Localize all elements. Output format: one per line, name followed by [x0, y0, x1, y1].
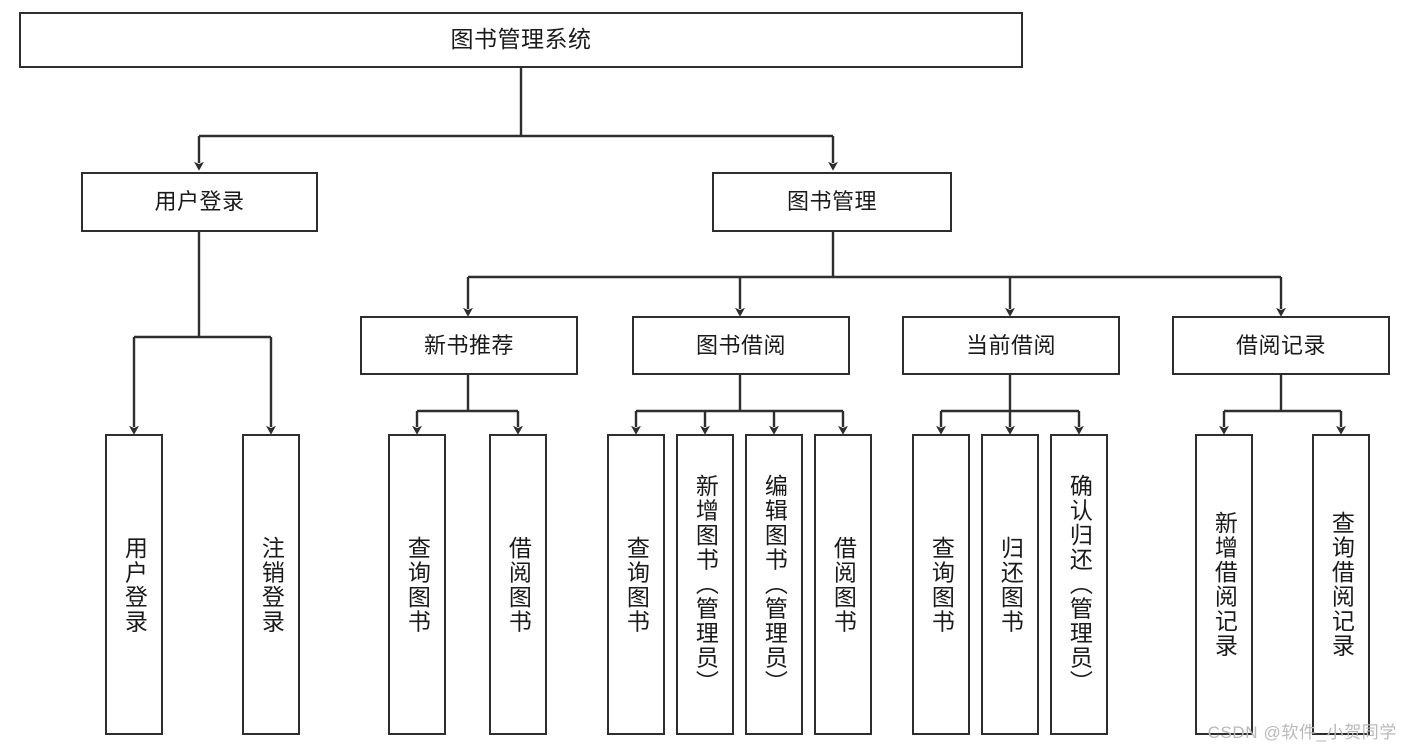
node-label: 查询图书	[928, 535, 955, 634]
node-root-book-management-system[interactable]: 图书管理系统	[19, 12, 1023, 68]
node-label: 新书推荐	[423, 332, 514, 358]
node-user-login[interactable]: 用户登录	[81, 172, 318, 232]
node-label: 新增借阅记录	[1211, 511, 1238, 658]
leaf-return-book[interactable]: 归还图书	[981, 434, 1039, 735]
leaf-add-borrow-record[interactable]: 新增借阅记录	[1195, 434, 1253, 735]
leaf-query-borrow-record[interactable]: 查询借阅记录	[1312, 434, 1370, 735]
node-book-management[interactable]: 图书管理	[712, 172, 952, 232]
node-label: 当前借阅	[965, 332, 1056, 358]
node-label: 新增图书（管理员）	[692, 474, 719, 695]
leaf-confirm-return-admin[interactable]: 确认归还（管理员）	[1050, 434, 1108, 735]
node-label: 查询图书	[623, 535, 650, 634]
node-label: 归还图书	[997, 535, 1024, 634]
leaf-logout[interactable]: 注销登录	[242, 434, 300, 735]
leaf-query-book-current[interactable]: 查询图书	[912, 434, 970, 735]
leaf-borrow-book[interactable]: 借阅图书	[814, 434, 872, 735]
leaf-query-book-recommend[interactable]: 查询图书	[388, 434, 446, 735]
node-label: 确认归还（管理员）	[1066, 474, 1093, 695]
node-label: 借阅图书	[505, 535, 532, 634]
leaf-edit-book-admin[interactable]: 编辑图书（管理员）	[745, 434, 803, 735]
node-borrowing-record[interactable]: 借阅记录	[1172, 316, 1390, 375]
leaf-query-book-borrow[interactable]: 查询图书	[607, 434, 665, 735]
node-current-borrowing[interactable]: 当前借阅	[902, 316, 1120, 375]
node-label: 借阅图书	[830, 535, 857, 634]
node-label: 图书借阅	[695, 332, 786, 358]
node-label: 借阅记录	[1235, 332, 1326, 358]
node-label: 注销登录	[258, 535, 285, 634]
node-book-borrowing[interactable]: 图书借阅	[632, 316, 850, 375]
leaf-add-book-admin[interactable]: 新增图书（管理员）	[676, 434, 734, 735]
leaf-borrow-book-recommend[interactable]: 借阅图书	[489, 434, 547, 735]
leaf-user-login[interactable]: 用户登录	[105, 434, 163, 735]
node-label: 图书管理系统	[450, 26, 592, 53]
node-label: 用户登录	[121, 535, 148, 634]
node-label: 查询借阅记录	[1328, 511, 1355, 658]
node-label: 编辑图书（管理员）	[761, 474, 788, 695]
node-new-book-recommendation[interactable]: 新书推荐	[360, 316, 578, 375]
node-label: 图书管理	[786, 189, 877, 215]
node-label: 用户登录	[154, 189, 245, 215]
watermark-text: CSDN @软件_小贺同学	[1207, 723, 1397, 742]
node-label: 查询图书	[404, 535, 431, 634]
